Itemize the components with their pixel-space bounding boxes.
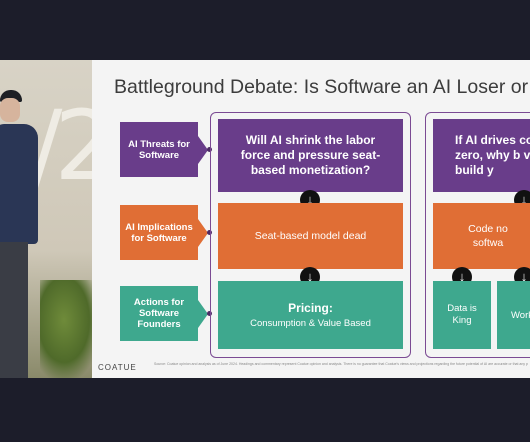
action-data-text: Data is King xyxy=(447,303,477,326)
speaker xyxy=(0,90,44,378)
implication-text: Seat-based model dead xyxy=(254,230,367,242)
implication-box: Seat-based model dead xyxy=(218,203,403,269)
action-work-text: Work xyxy=(511,309,530,321)
action-box-work: Work xyxy=(497,281,530,349)
presentation-slide: Battleground Debate: Is Software an AI L… xyxy=(92,60,530,378)
connector-dot xyxy=(207,230,212,235)
speaker-body xyxy=(0,124,38,244)
threat-question-box: Will AI shrink the labor force and press… xyxy=(218,119,403,192)
coatue-logo: COATUE xyxy=(98,363,137,372)
connector-dot xyxy=(207,147,212,152)
threat-question-box-2: If AI drives co to zero, why b vs. build… xyxy=(433,119,530,192)
action-box: Pricing: Consumption & Value Based xyxy=(218,281,403,349)
speaker-head xyxy=(0,98,20,122)
action-box-data: Data is King xyxy=(433,281,491,349)
row-label-threats: AI Threats for Software xyxy=(120,122,198,177)
row-label-implications: AI Implications for Software xyxy=(120,205,198,260)
threat-question-text: Will AI shrink the labor force and press… xyxy=(240,133,381,177)
speaker-camera: /2 xyxy=(0,60,92,378)
implication-box-2: Code no softwa xyxy=(433,203,530,269)
action-title: Pricing: xyxy=(288,301,333,315)
wall-number: /2 xyxy=(30,90,92,202)
action-subtitle: Consumption & Value Based xyxy=(250,318,371,329)
slide-title: Battleground Debate: Is Software an AI L… xyxy=(114,76,530,98)
plant xyxy=(40,280,92,378)
implication-text-2: Code no softwa xyxy=(468,223,508,249)
connector-dot xyxy=(207,311,212,316)
speaker-legs xyxy=(0,242,28,378)
debate-column-2 xyxy=(425,112,530,358)
row-label-actions: Actions for Software Founders xyxy=(120,286,198,341)
debate-column-1 xyxy=(210,112,411,358)
threat-question-text-2: If AI drives co to zero, why b vs. build… xyxy=(455,133,530,177)
video-content: /2 Battleground Debate: Is Software an A… xyxy=(0,60,530,378)
footer-disclaimer: Source: Coatue opinion and analysis as o… xyxy=(154,362,528,366)
